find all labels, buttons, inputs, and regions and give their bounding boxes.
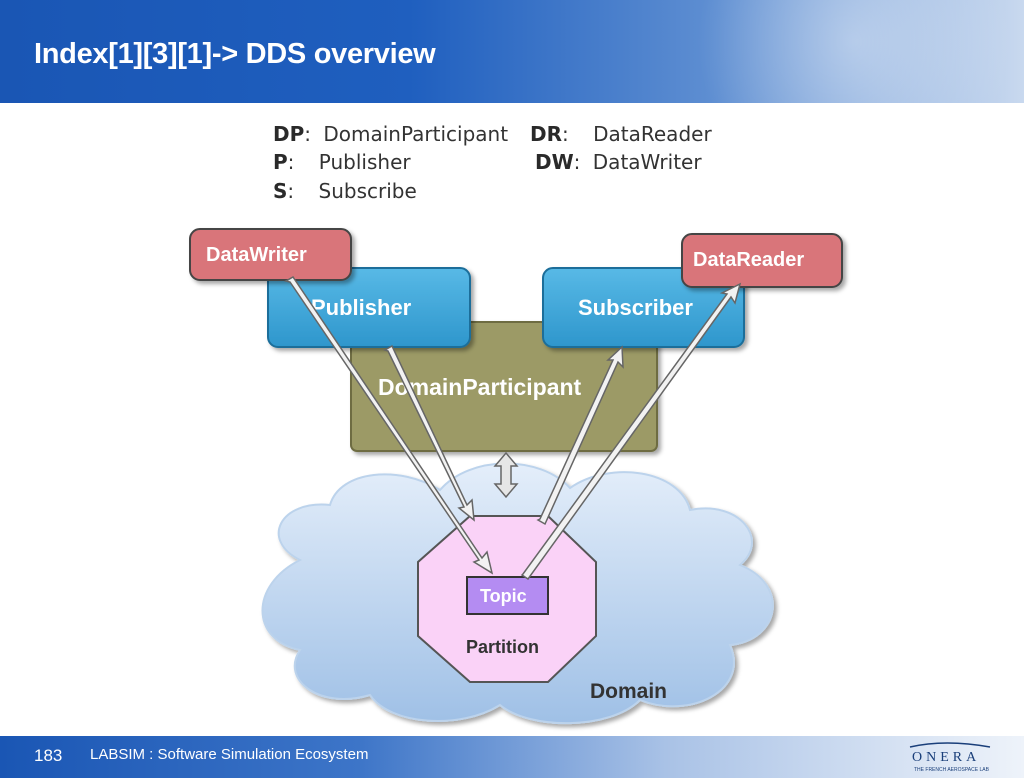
legend-meaning: Publisher <box>318 150 411 174</box>
legend-dr: DR: DataReader <box>530 122 712 146</box>
topic-box <box>466 576 549 615</box>
legend-meaning: Subscribe <box>318 179 417 203</box>
header-glow <box>600 0 1024 103</box>
topic-label: Topic <box>480 586 527 606</box>
arrow-topic-to-reader <box>520 282 742 581</box>
legend-abbr: DP <box>273 122 305 146</box>
legend-abbr: S <box>273 179 288 203</box>
legend-abbr: P <box>273 150 288 174</box>
legend-p: P: Publisher <box>273 150 411 174</box>
arrows <box>284 276 742 581</box>
legend-sep: : <box>287 179 295 203</box>
data-reader-label: DataReader <box>693 249 804 271</box>
arrow-publisher-to-partition <box>383 344 475 522</box>
legend-sep: : <box>287 150 295 174</box>
onera-logo: ONERA THE FRENCH AEROSPACE LAB <box>909 742 991 773</box>
logo-text: ONERA <box>912 750 980 765</box>
legend-sep: : <box>562 122 569 146</box>
slide-header <box>0 0 1024 103</box>
publisher-box <box>267 267 471 348</box>
domain-participant-box <box>350 321 658 452</box>
slide-title: Index[1][3][1]-> DDS overview <box>34 38 436 70</box>
slide-footer <box>0 736 1024 778</box>
data-writer-box <box>189 228 352 281</box>
footer-text: LABSIM : Software Simulation Ecosystem <box>90 746 369 763</box>
data-reader-box <box>681 233 843 288</box>
legend-s: S: Subscribe <box>273 179 417 203</box>
subscriber-label: Subscriber <box>578 295 693 320</box>
domain-label: Domain <box>590 680 667 703</box>
double-arrow <box>493 451 519 499</box>
legend-sep: : <box>304 122 312 146</box>
publisher-label: Publisher <box>311 295 412 320</box>
arrow-writer-to-topic <box>284 276 494 575</box>
logo-tagline: THE FRENCH AEROSPACE LAB <box>914 767 990 773</box>
data-writer-label: DataWriter <box>206 244 307 266</box>
legend-abbr: DW <box>535 150 574 174</box>
legend-sep: : <box>573 150 581 174</box>
legend-meaning: DataWriter <box>592 150 702 174</box>
page-number: 183 <box>34 746 63 765</box>
partition-label: Partition <box>466 637 539 657</box>
legend-dp: DP: DomainParticipant <box>273 122 508 146</box>
legend-dw: DW: DataWriter <box>535 150 702 174</box>
arrow-partition-to-subscriber <box>536 345 624 526</box>
legend-abbr: DR <box>530 122 563 146</box>
legend-meaning: DataReader <box>593 122 712 146</box>
legend-meaning: DomainParticipant <box>323 122 509 146</box>
